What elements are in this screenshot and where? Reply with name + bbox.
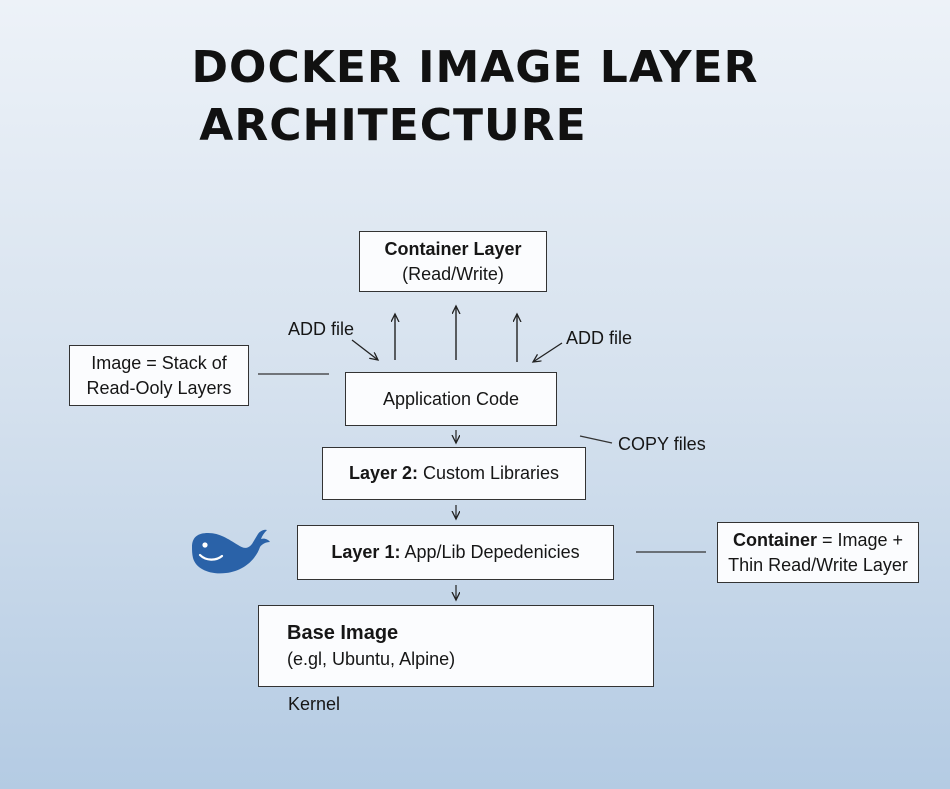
diagram-title-line1: DOCKER IMAGE LAYER [191, 42, 759, 93]
container-note-bold: Container [732, 530, 817, 551]
add-file-right-arrow [533, 342, 563, 362]
application-code-box: Application Code [345, 372, 557, 426]
layer2-label: Custom Libraries [418, 463, 560, 484]
layer1-label: App/Lib Depedenicies [400, 542, 580, 563]
container-note-line2: Thin Read/Write Layer [728, 554, 908, 575]
image-note-box: Image = Stack of Read-Ooly Layers [69, 345, 249, 406]
application-code-label: Application Code [382, 388, 520, 409]
container-layer-title: Container Layer [384, 239, 522, 260]
layer2-number: Layer 2: [348, 463, 418, 484]
add-file-left-label: ADD file [288, 319, 355, 339]
image-note-line2: Read-Ooly Layers [86, 377, 232, 398]
base-image-box: Base Image (e.gl, Ubuntu, Alpine) [258, 605, 654, 687]
kernel-label: Kernel [288, 694, 341, 714]
add-file-right-label: ADD file [566, 328, 633, 348]
layer2-box: Layer 2: Custom Libraries [322, 447, 586, 500]
container-layer-subtitle: (Read/Write) [402, 263, 504, 284]
layer1-box: Layer 1: App/Lib Depedenicies [297, 525, 614, 580]
image-note-line1: Image = Stack of [91, 353, 227, 374]
layer1-number: Layer 1: [331, 542, 401, 563]
container-note-box: Container = Image + Thin Read/Write Laye… [717, 522, 919, 583]
copy-files-label: COPY files [618, 434, 706, 454]
container-layer-box: Container Layer (Read/Write) [359, 231, 547, 292]
add-file-left-arrow [351, 339, 378, 360]
docker-whale-icon [192, 529, 270, 574]
container-note-line1: Container = Image + [733, 528, 903, 552]
container-note-text: = Image + [816, 530, 904, 551]
base-image-subtitle: (e.gl, Ubuntu, Alpine) [287, 649, 456, 670]
base-image-title: Base Image [287, 622, 399, 645]
diagram-title-line2: ARCHITECTURE [199, 100, 587, 151]
copy-files-connector [579, 435, 613, 444]
